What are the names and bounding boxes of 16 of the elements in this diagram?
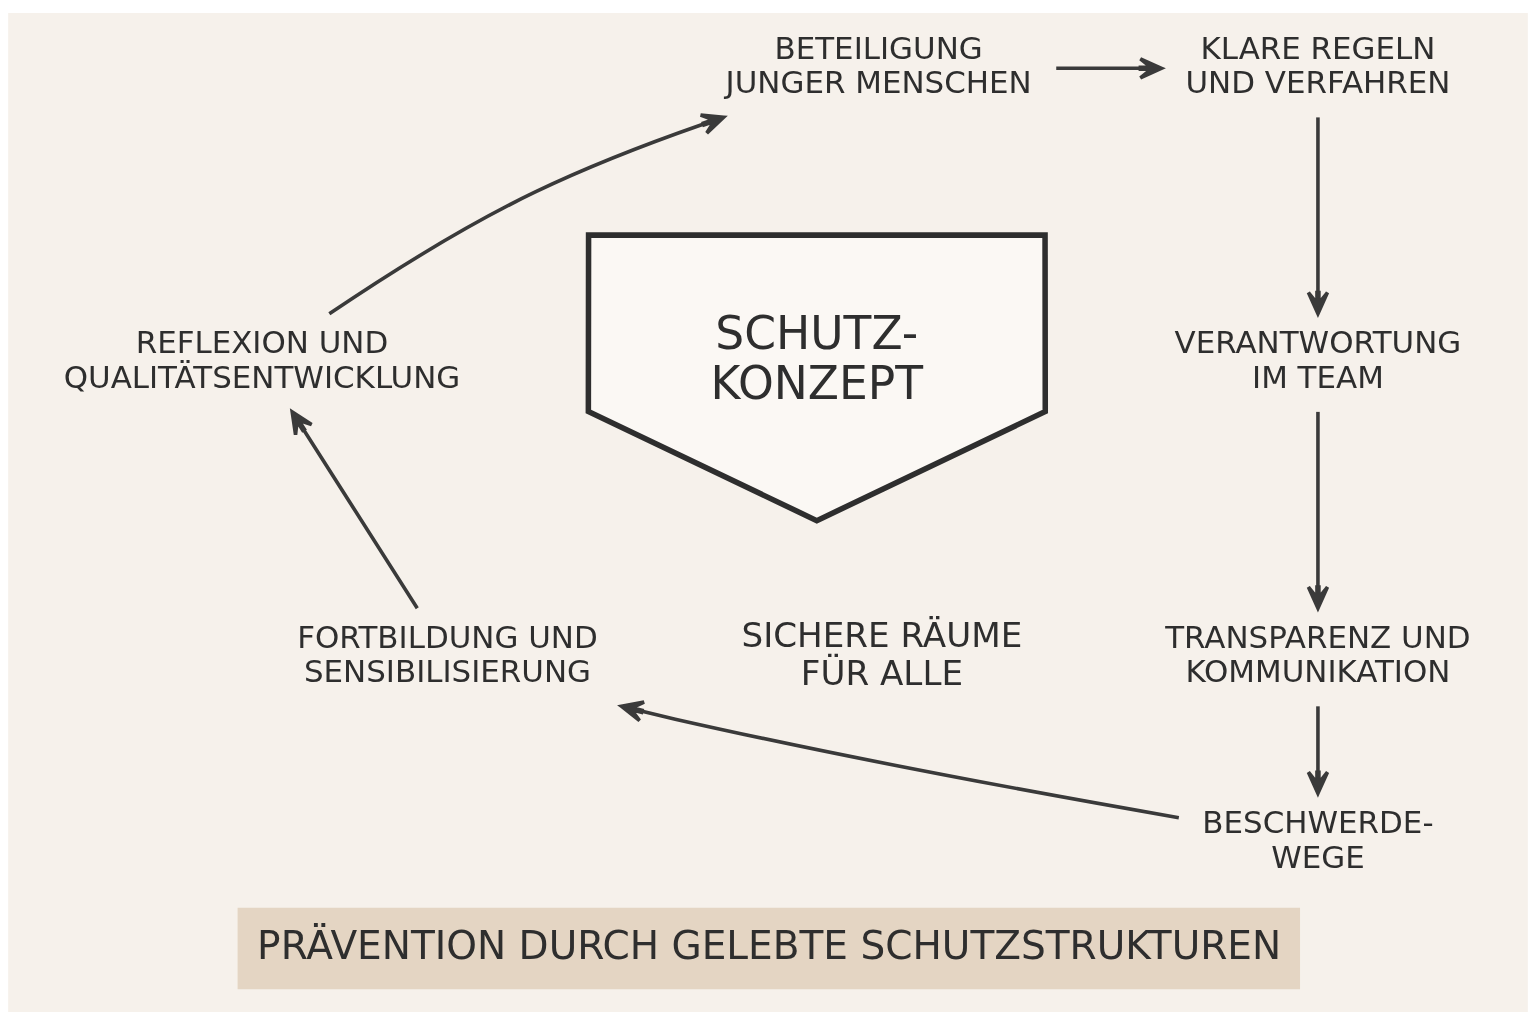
node-text: BETEILIGUNG JUNGER MENSCHEN: [725, 29, 1032, 100]
arrow: [619, 699, 1180, 819]
arrow: [1056, 56, 1164, 80]
arrow: [290, 409, 419, 609]
node-text: FORTBILDUNG UND SENSIBILISIERUNG: [297, 618, 598, 689]
arrow: [1306, 705, 1330, 795]
node-text: REFLEXION UND QUALITÄTSENTWICKLUNG: [63, 323, 461, 395]
node-text: KLARE REGELN UND VERFAHREN: [1185, 29, 1451, 100]
node-label: SICHERE RÄUME FÜR ALLE: [741, 614, 1023, 693]
node-text: BESCHWERDE- WEGE: [1202, 803, 1434, 875]
node-text: VERANTWORTUNG IM TEAM: [1174, 323, 1462, 395]
caption: PRÄVENTION DURCH GELEBTE SCHUTZSTRUKTUREN: [257, 922, 1282, 968]
arrow: [1306, 411, 1330, 610]
arrow: [1306, 116, 1330, 316]
node-text: TRANSPARENZ UND KOMMUNIKATION: [1165, 618, 1471, 689]
arrow: [328, 112, 726, 315]
